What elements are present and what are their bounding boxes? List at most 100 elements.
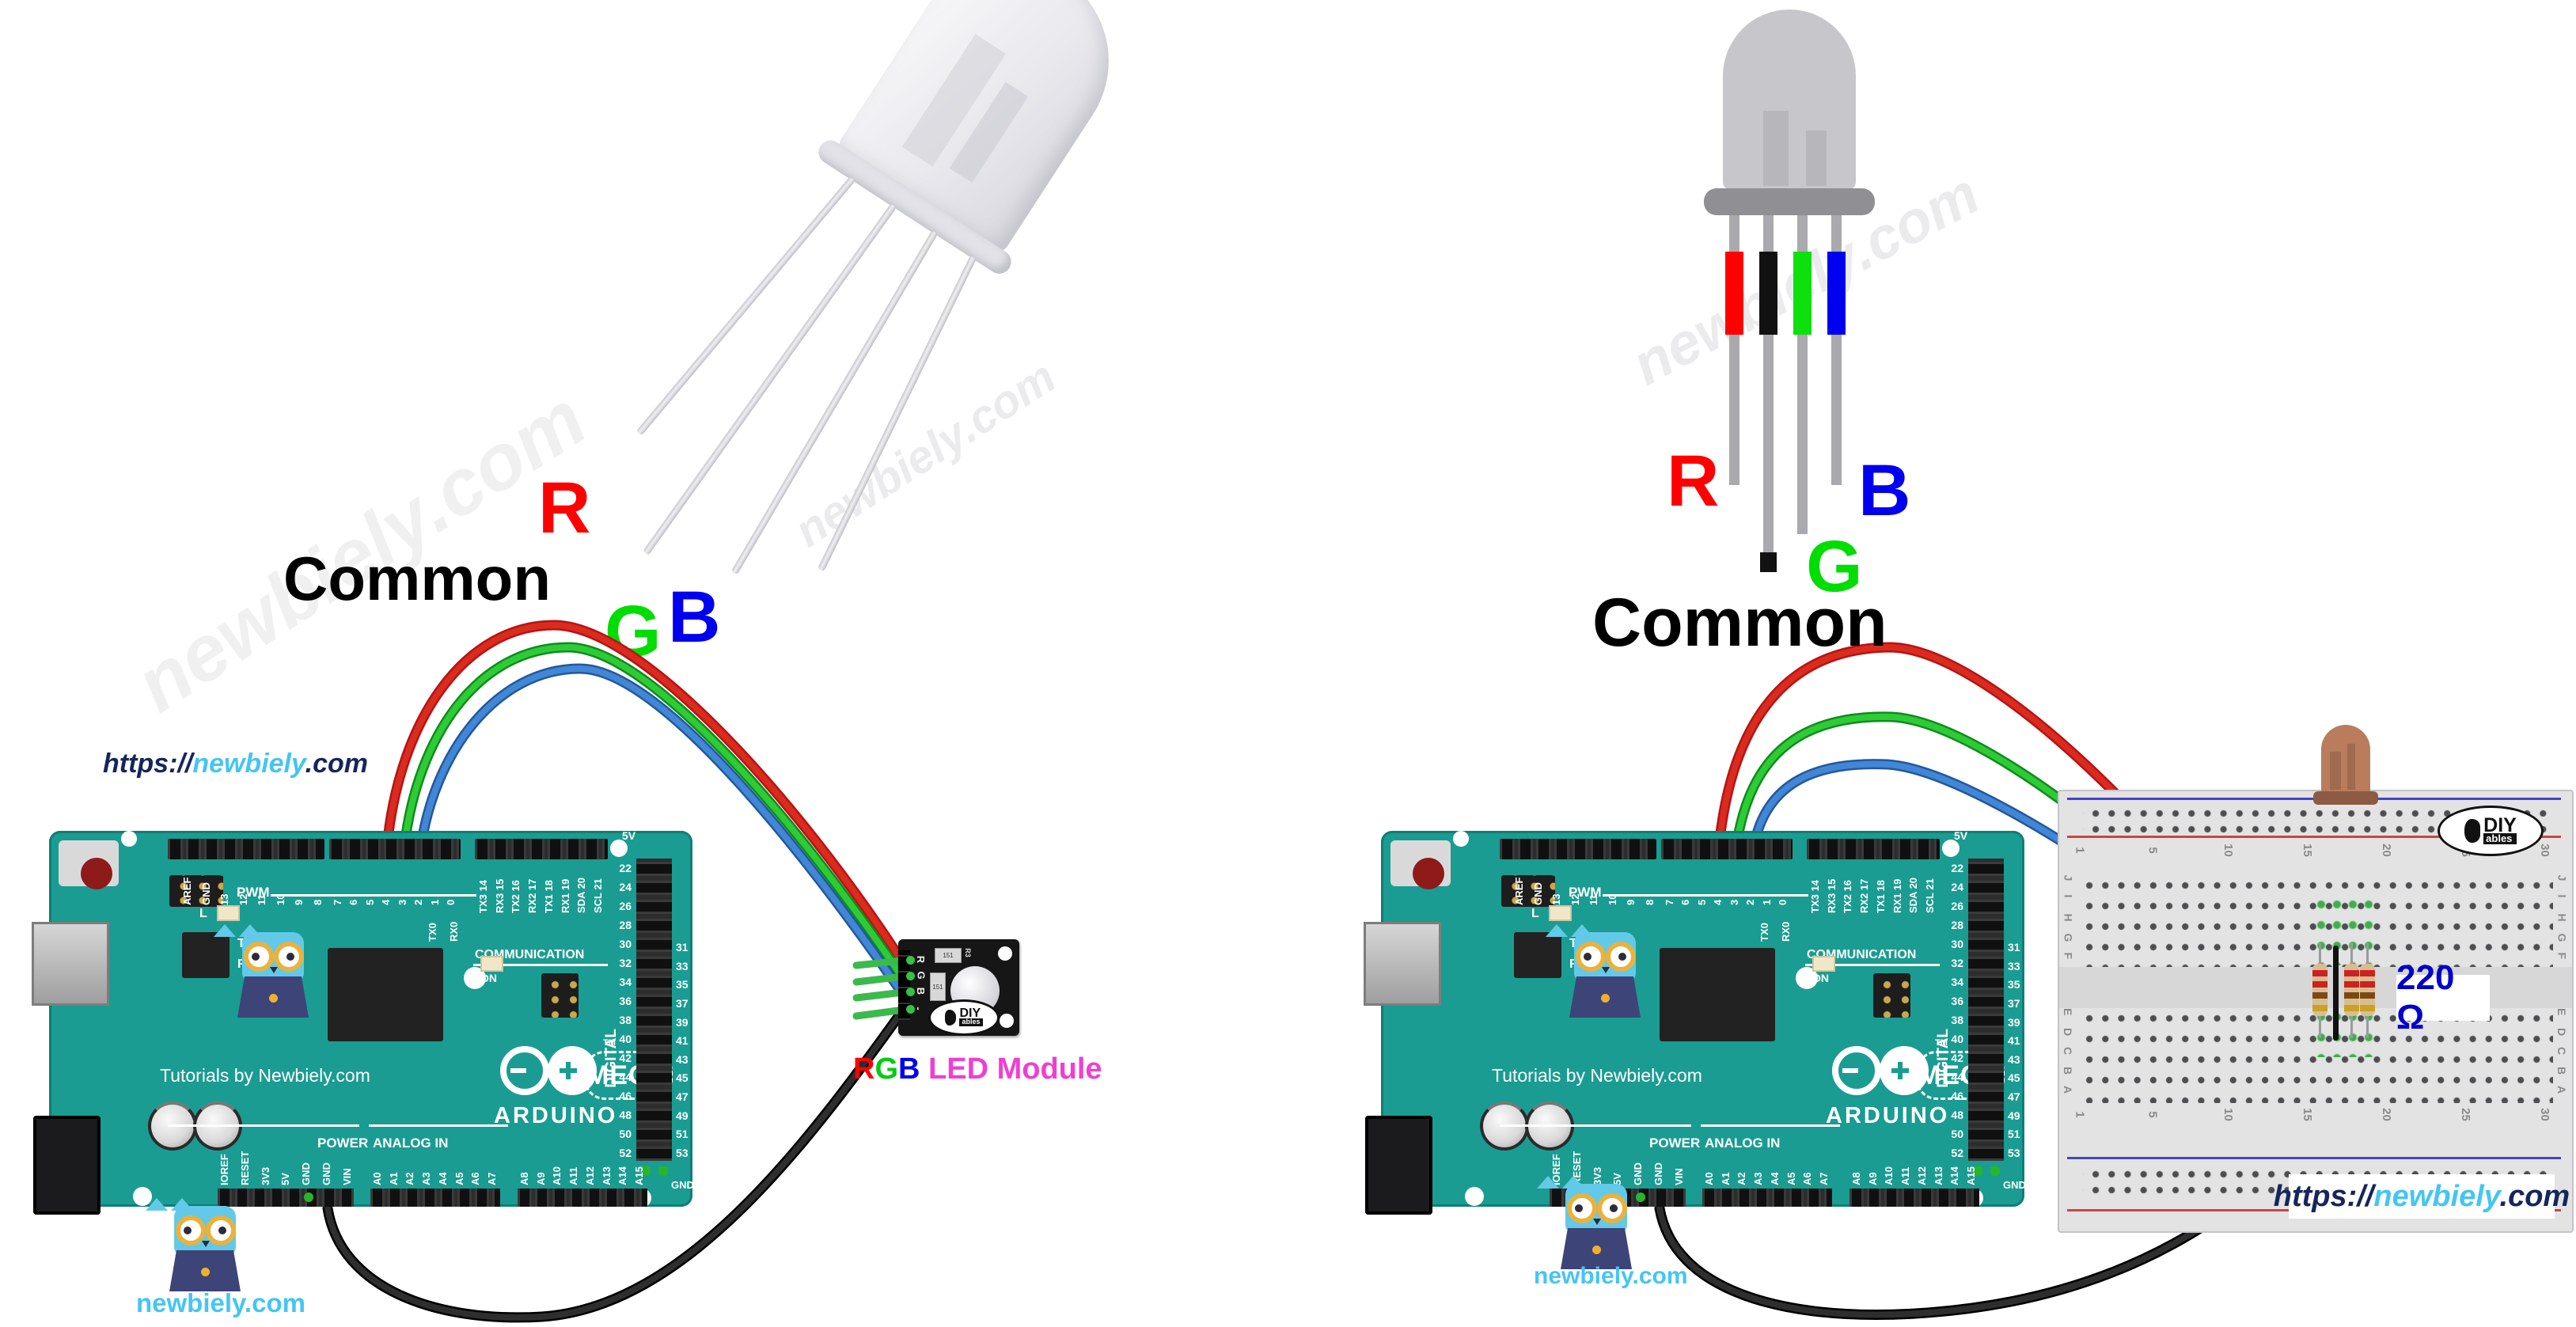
led-l-label: L (1531, 907, 1539, 920)
pwm-line (1603, 894, 1808, 897)
breadboard-led-collar (2313, 791, 2378, 805)
analog-in-label: ANALOG IN (1705, 1136, 1781, 1151)
icsp-header-top (1501, 875, 1555, 907)
rail-blue-bottom (2067, 1157, 2561, 1159)
owl-eye (244, 942, 274, 972)
module-pin-b: B (915, 987, 928, 995)
top-header-3 (475, 839, 608, 859)
resistor-220 (2360, 964, 2375, 1016)
power-label: POWER (317, 1136, 369, 1151)
right-label-common: Common (1592, 585, 1887, 661)
gnd-label-right: GND (671, 1179, 694, 1191)
module-caption: RGB LED Module (853, 1052, 1102, 1086)
gnd-pin-green (1990, 1166, 2000, 1176)
pwm-line (271, 894, 476, 897)
top-header-2 (329, 839, 461, 859)
5v-label: 5V (622, 829, 636, 842)
owl-eye (1576, 942, 1606, 972)
band-black (1759, 252, 1777, 335)
gnd-pin-green (1973, 1166, 1982, 1176)
breadboard-url-box: https://newbiely.com (2274, 1174, 2570, 1219)
gnd-label-right: GND (2003, 1179, 2026, 1191)
on-label: ON (480, 972, 497, 984)
main-chip (328, 948, 443, 1041)
power-header (218, 1189, 354, 1207)
common-leg-tip (1760, 552, 1777, 572)
mounting-hole (610, 840, 628, 857)
mounting-hole (1453, 831, 1469, 847)
board-credit: Tutorials by Newbiely.com (1492, 1065, 1702, 1086)
resistor-220 (2344, 964, 2359, 1016)
icsp-header (1873, 973, 1910, 1018)
band-green (1793, 252, 1812, 335)
left-label-r: R (538, 468, 591, 548)
band-red (1725, 252, 1743, 335)
gnd-pin-green (641, 1166, 651, 1176)
module-pin-g: G (915, 971, 928, 980)
main-chip (1660, 948, 1775, 1041)
owl-beak (1602, 967, 1610, 973)
module-pin-minus: - (912, 1007, 925, 1010)
analog-header-1 (370, 1189, 500, 1207)
usb-chip (182, 932, 230, 978)
communication-line (1805, 964, 1940, 966)
on-label: ON (1812, 972, 1829, 984)
owl-laptop-logo (1601, 994, 1610, 1003)
top-header-2 (1661, 839, 1793, 859)
left-label-b: B (668, 577, 721, 658)
diy-ables-logo: DIY ables (2438, 806, 2544, 856)
arduino-wordmark: ARDUINO (494, 1103, 618, 1128)
analog-header-2 (1849, 1189, 1979, 1207)
top-header-3 (1807, 839, 1940, 859)
rail-red-top (2067, 836, 2561, 838)
rgb-led-diagram-collar (1704, 188, 1875, 215)
tm-mark: TM (1935, 1038, 1948, 1048)
icsp-header-top (169, 875, 223, 907)
led-on (480, 956, 503, 972)
rgb-led-diagram-dome (1723, 9, 1856, 190)
module-header (898, 950, 910, 1020)
usb-port (32, 922, 109, 1006)
mounting-hole (1465, 1187, 1484, 1206)
owl-eye (274, 942, 304, 972)
analog-header-1 (1702, 1189, 1832, 1207)
communication-line (473, 964, 608, 966)
jumper-black (2333, 946, 2339, 1041)
band-blue (1827, 252, 1846, 335)
resistor-220 (2312, 964, 2328, 1016)
reset-button-cap (81, 858, 112, 889)
owl-caption-left: newbiely.com (136, 1288, 305, 1318)
owl-beak (270, 967, 278, 973)
owl-eye (1606, 942, 1636, 972)
digital-header (636, 859, 672, 1161)
led-l-label: L (199, 907, 207, 920)
reset-button (59, 840, 119, 889)
diy-ables-logo: DIY ables (928, 999, 1000, 1036)
reset-button (1390, 840, 1451, 889)
top-header-1 (1500, 839, 1656, 859)
tm-mark: TM (603, 1038, 616, 1048)
gnd-pin-used (304, 1192, 313, 1202)
module-ref: R3 (963, 948, 972, 957)
power-jack (33, 1116, 101, 1215)
digital-label: DIGITAL (1935, 1029, 1952, 1088)
digital-header (1968, 859, 2004, 1161)
pwm-label: PWM (1569, 885, 1602, 900)
